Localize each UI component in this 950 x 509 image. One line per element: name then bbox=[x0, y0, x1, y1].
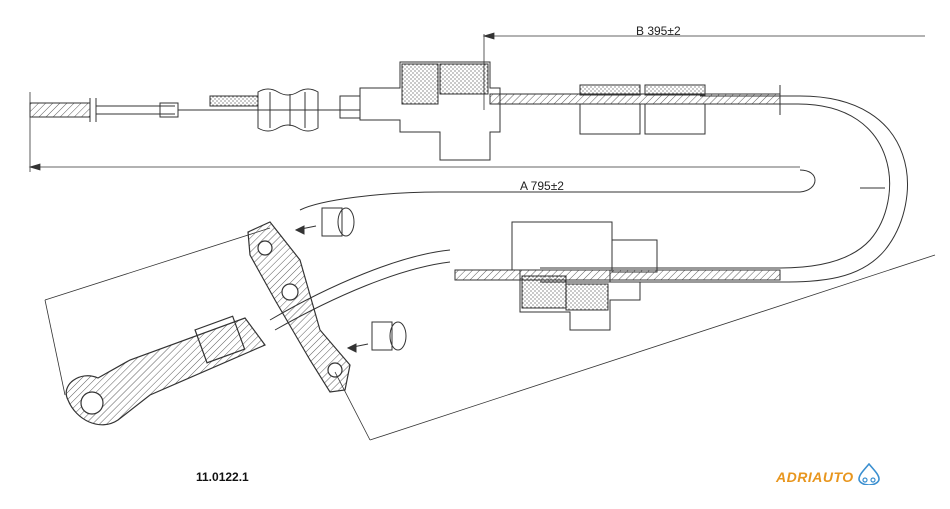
upper-housing bbox=[339, 61, 781, 161]
eye-end bbox=[65, 315, 266, 426]
mounting-bracket bbox=[247, 221, 351, 393]
dimension-b-label: B 395±2 bbox=[636, 24, 681, 38]
brand-name: ADRIAUTO bbox=[776, 468, 854, 485]
angled-dimension bbox=[44, 227, 936, 441]
part-number: 11.0122.1 bbox=[196, 470, 249, 484]
lower-housing bbox=[454, 221, 781, 331]
bushing-bottom bbox=[346, 321, 407, 353]
rubber-boot bbox=[209, 88, 319, 132]
threaded-end bbox=[29, 98, 360, 122]
brand-logo: ADRIAUTO bbox=[776, 462, 882, 490]
bushing-top bbox=[294, 207, 355, 237]
dimension-a-label: A 795±2 bbox=[520, 179, 564, 193]
car-droplet-icon bbox=[856, 462, 882, 490]
